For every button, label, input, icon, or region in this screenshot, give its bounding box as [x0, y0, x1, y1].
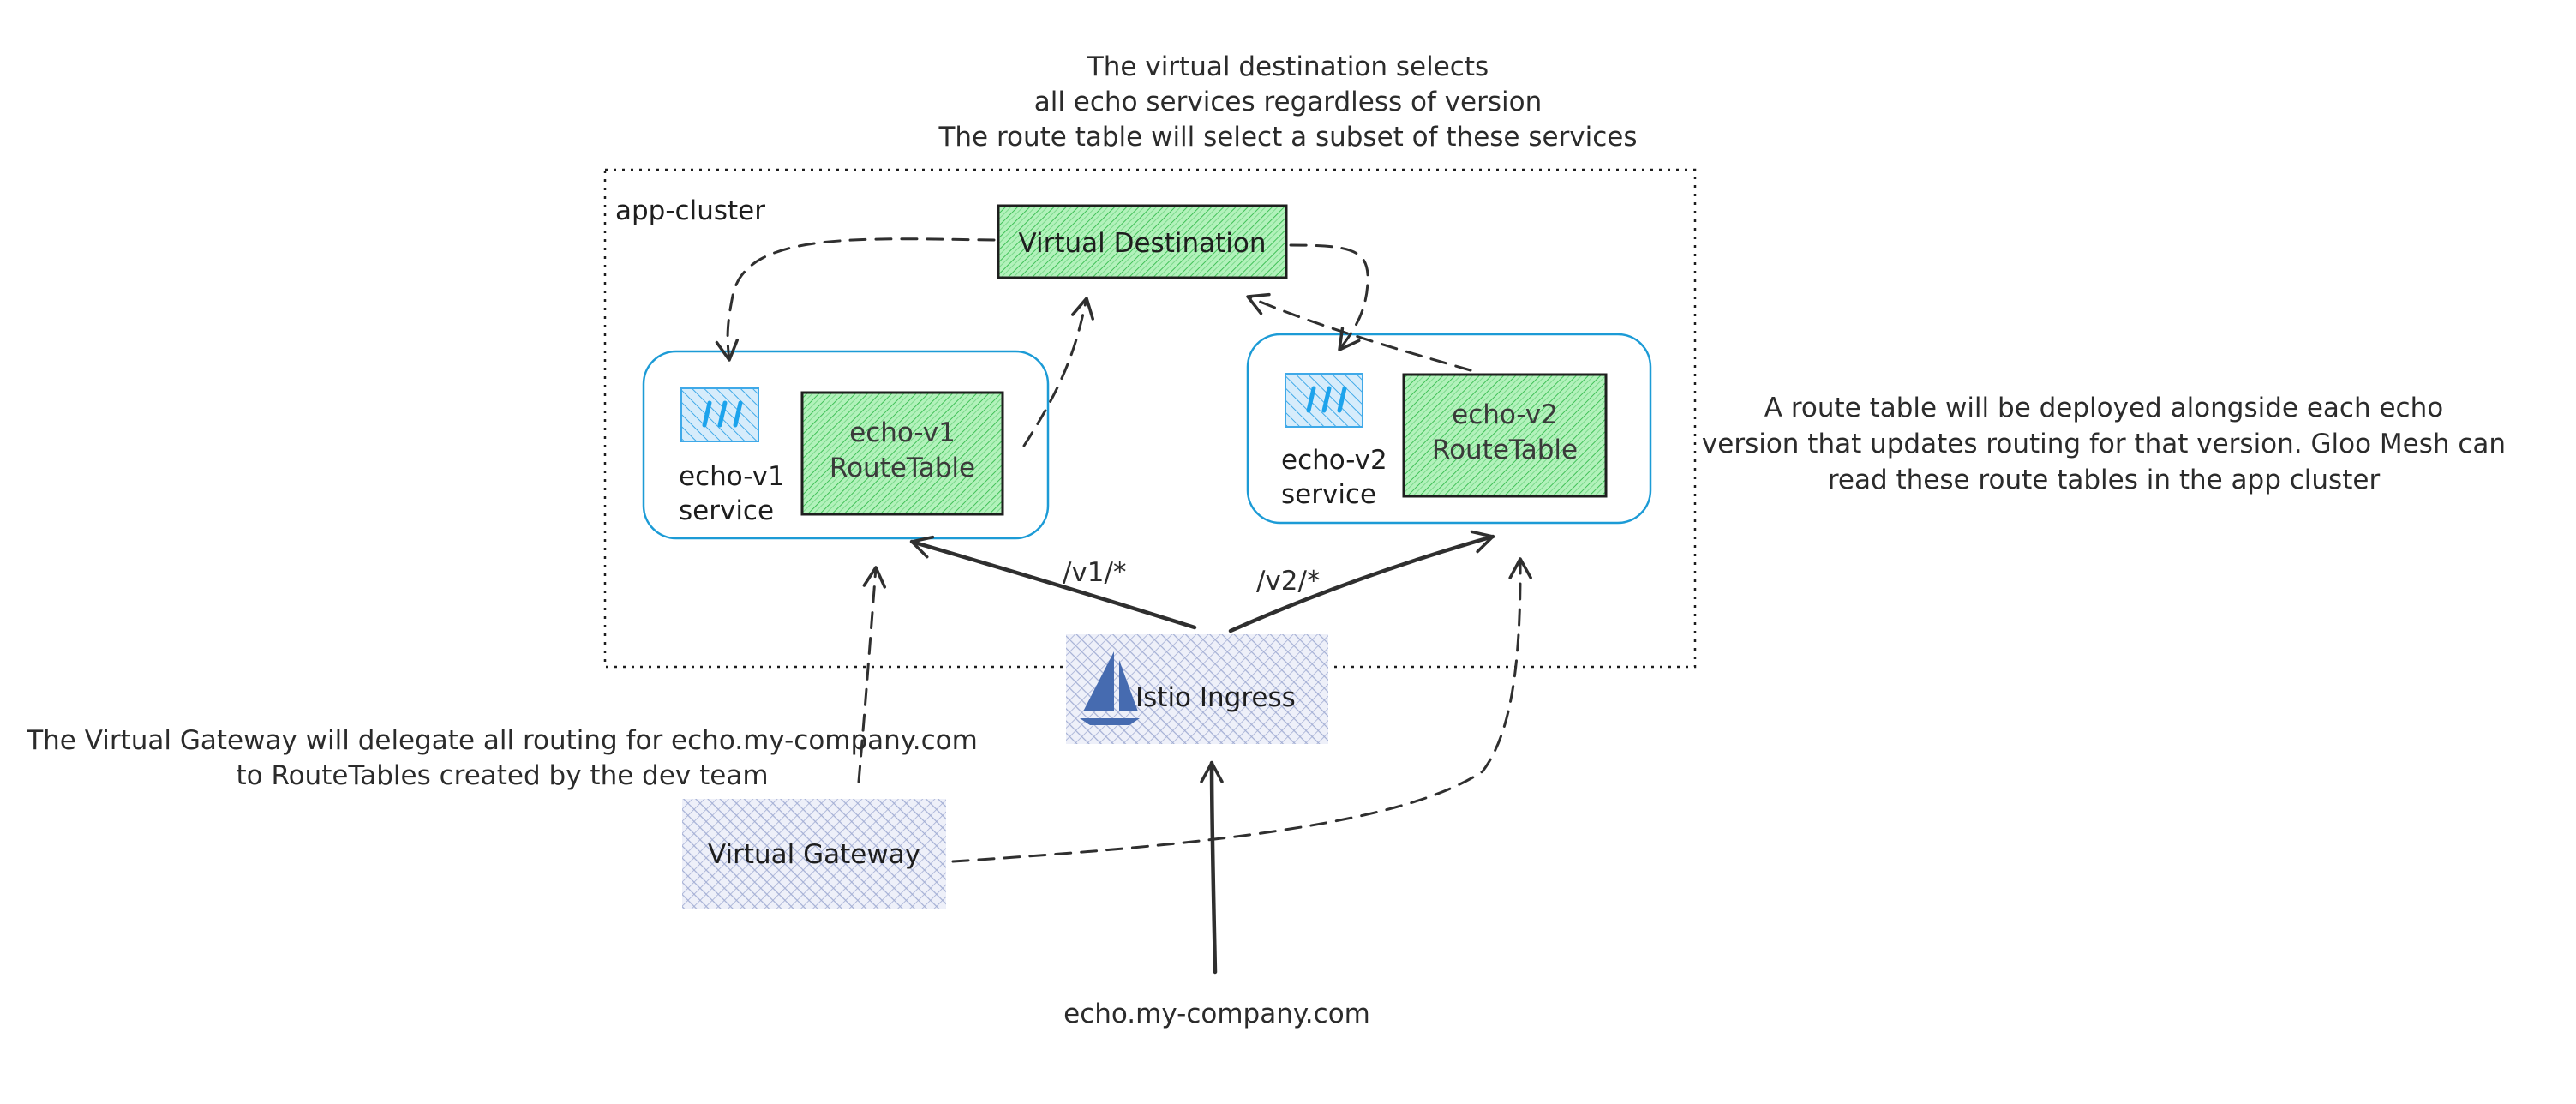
- rt-note-line-2: version that updates routing for that ve…: [1702, 429, 2506, 459]
- edge-vg-to-echo-v1: [857, 566, 887, 783]
- vd-note-line-2: all echo services regardless of version: [1034, 87, 1543, 117]
- echo-v1-service-kind: service: [679, 495, 774, 526]
- app-cluster-boundary: [603, 168, 1697, 669]
- edge-echo-v2-rt-to-vd: [1246, 292, 1472, 372]
- echo-v2-routetable-kind: RouteTable: [1432, 435, 1578, 465]
- edge-vg-to-echo-v2: [951, 557, 1532, 863]
- istio-ingress-label: Istio Ingress: [1135, 682, 1296, 713]
- echo-v2-service-container[interactable]: [1246, 333, 1652, 525]
- istio-ingress-node[interactable]: Istio Ingress: [1066, 634, 1328, 744]
- virtual-destination-node[interactable]: Virtual Destination: [997, 204, 1288, 279]
- virtual-gateway-node[interactable]: Virtual Gateway: [682, 799, 946, 909]
- vg-note-line-1: The Virtual Gateway will delegate all ro…: [26, 725, 978, 756]
- virtual-destination-label: Virtual Destination: [1018, 228, 1266, 259]
- virtual-destination-note: The virtual destination selects all echo…: [938, 51, 1637, 153]
- echo-v1-routetable-name: echo-v1: [849, 417, 956, 448]
- edge-vd-to-echo-v2: [1289, 243, 1369, 351]
- service-icon: [1285, 373, 1363, 428]
- echo-v2-service-group: echo-v2 service echo-v2 RouteTable: [1246, 333, 1652, 525]
- edge-echo-v1-rt-to-vd: [1022, 297, 1094, 447]
- echo-v2-routetable-name: echo-v2: [1452, 399, 1558, 430]
- vg-note-line-2: to RouteTables created by the dev team: [236, 760, 768, 791]
- service-icon: [680, 387, 759, 442]
- rt-note-line-3: read these route tables in the app clust…: [1828, 465, 2381, 495]
- virtual-gateway-note: The Virtual Gateway will delegate all ro…: [26, 725, 978, 791]
- app-cluster-label: app-cluster: [615, 195, 765, 226]
- edge-vd-to-echo-v1: [715, 237, 996, 362]
- echo-v2-service-name: echo-v2: [1281, 445, 1387, 476]
- rt-note-line-1: A route table will be deployed alongside…: [1764, 393, 2443, 423]
- echo-v2-routetable-node[interactable]: echo-v2 RouteTable: [1402, 373, 1608, 498]
- edge-istio-to-echo-v2: [1228, 530, 1495, 633]
- echo-v1-service-name: echo-v1: [679, 461, 785, 492]
- echo-v1-routetable-node[interactable]: echo-v1 RouteTable: [800, 391, 1004, 516]
- echo-v1-service-container[interactable]: [642, 350, 1050, 540]
- echo-v2-service-kind: service: [1281, 479, 1376, 510]
- vd-note-line-1: The virtual destination selects: [1087, 51, 1489, 82]
- entry-host-label: echo.my-company.com: [1063, 999, 1370, 1029]
- echo-v1-routetable-kind: RouteTable: [830, 453, 975, 483]
- edges: [715, 237, 1532, 975]
- edge-host-to-istio: [1200, 760, 1224, 975]
- route-v2-label: /v2/*: [1256, 566, 1320, 597]
- istio-sail-icon: [1080, 651, 1140, 725]
- route-v1-label: /v1/*: [1063, 557, 1126, 588]
- vd-note-line-3: The route table will select a subset of …: [938, 122, 1637, 153]
- route-table-note: A route table will be deployed alongside…: [1702, 393, 2506, 495]
- edge-istio-to-echo-v1: [909, 535, 1197, 630]
- echo-v1-service-group: echo-v1 service echo-v1 RouteTable: [642, 350, 1050, 540]
- virtual-gateway-label: Virtual Gateway: [708, 839, 920, 870]
